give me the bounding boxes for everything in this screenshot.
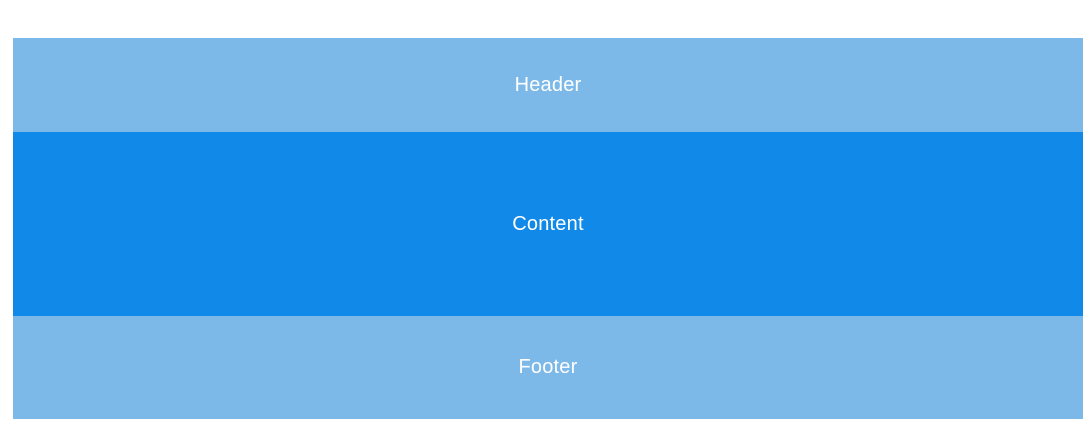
- header-region: Header: [13, 38, 1083, 132]
- content-region: Content: [13, 132, 1083, 316]
- footer-label: Footer: [518, 356, 578, 378]
- content-label: Content: [512, 212, 584, 235]
- header-label: Header: [514, 73, 582, 96]
- footer-region: Footer: [13, 316, 1083, 419]
- layout-grid: Header Content Footer: [13, 38, 1083, 419]
